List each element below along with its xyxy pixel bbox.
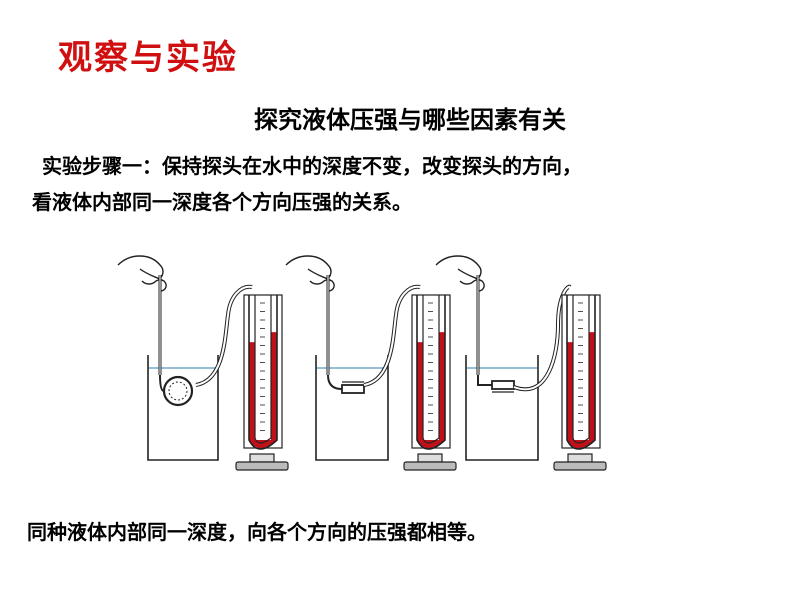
u-tube [248, 295, 278, 450]
manometer-liquid-right [589, 332, 595, 440]
manometer-stand [567, 453, 593, 463]
u-tube [566, 295, 596, 450]
slide-subtitle: 探究液体压强与哪些因素有关 [254, 105, 566, 134]
probe-head [491, 380, 515, 390]
experiment-setup-3 [435, 255, 607, 471]
step-line-1: 实验步骤一：保持探头在水中的深度不变，改变探头的方向， [42, 154, 582, 178]
manometer-liquid-right [439, 332, 445, 440]
finger-icon [457, 268, 485, 292]
beaker [465, 355, 539, 461]
experiment-setup-2 [285, 255, 457, 471]
manometer-base [553, 461, 607, 471]
experiment-step-text: 实验步骤一：保持探头在水中的深度不变，改变探头的方向， 看液体内部同一深度各个方… [32, 148, 792, 220]
experiment-setup-1 [117, 255, 289, 471]
probe-head [341, 384, 365, 394]
hand-icon [117, 255, 164, 285]
experiment-figure [0, 235, 800, 495]
manometer-liquid-left [417, 342, 423, 440]
manometer-illustration [117, 255, 607, 471]
u-tube [416, 295, 446, 450]
hand-icon [285, 255, 332, 285]
manometer-base [235, 461, 289, 471]
beaker [147, 355, 219, 461]
manometer-stand [417, 453, 443, 463]
manometer-liquid-right [271, 332, 277, 440]
beaker [315, 355, 389, 461]
step-line-2: 看液体内部同一深度各个方向压强的关系。 [32, 190, 412, 214]
slide-heading: 观察与实验 [58, 38, 238, 78]
manometer-stand [249, 453, 275, 463]
manometer-base [403, 461, 457, 471]
hand-icon [435, 255, 482, 285]
finger-icon [139, 268, 167, 292]
conclusion-text: 同种液体内部同一深度，向各个方向的压强都相等。 [27, 520, 487, 544]
manometer-liquid-left [567, 342, 573, 440]
finger-icon [307, 268, 335, 292]
manometer-liquid-left [249, 342, 255, 440]
